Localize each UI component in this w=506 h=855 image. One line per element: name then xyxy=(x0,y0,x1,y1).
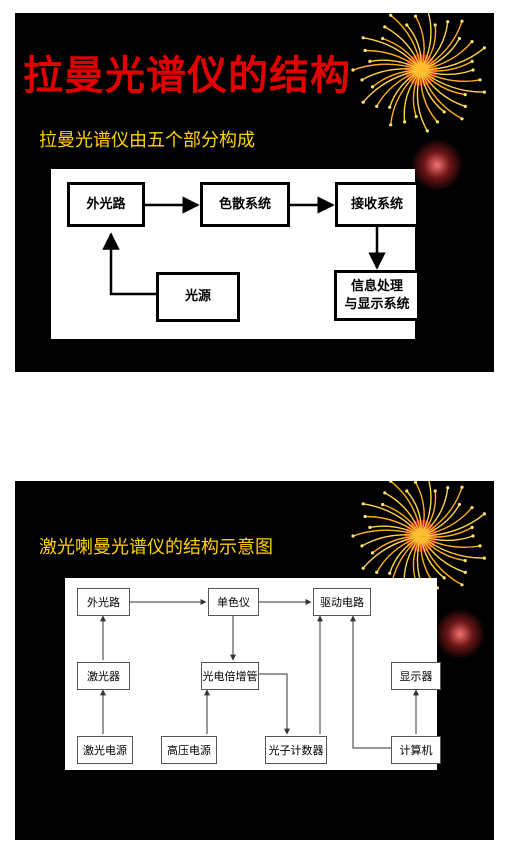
red-glow-decoration xyxy=(435,609,485,659)
box-drive-circuit: 驱动电路 xyxy=(313,588,371,616)
box-outer-path: 外光路 xyxy=(67,182,145,227)
box-laser: 激光器 xyxy=(77,662,130,690)
red-glow-decoration xyxy=(411,139,463,191)
diagram-connectors xyxy=(100,599,419,749)
box-monochromator: 单色仪 xyxy=(208,588,259,616)
firework-decoration xyxy=(351,13,486,133)
box-computer: 计算机 xyxy=(391,736,441,764)
arrow-computer-to-drive xyxy=(350,615,391,749)
slide-title: 拉曼光谱仪的结构 xyxy=(23,52,351,99)
box-light-source: 光源 xyxy=(156,272,240,322)
box-outer-path: 外光路 xyxy=(77,588,130,616)
box-info-processing: 信息处理 与显示系统 xyxy=(334,270,420,321)
box-pmt: 光电倍增管 xyxy=(201,662,259,690)
laser-raman-diagram: 外光路 单色仪 驱动电路 激光器 光电倍增管 显示器 激光电源 高压电源 光子计… xyxy=(65,578,441,770)
slide-1: 拉曼光谱仪的结构 拉曼光谱仪由五个部分构成 外光路 色散系统 接收系统 光源 xyxy=(15,13,494,372)
box-display: 显示器 xyxy=(391,662,441,690)
box-laser-power: 激光电源 xyxy=(77,736,133,764)
slide-2: 激光喇曼光谱仪的结构示意图 外光路 xyxy=(15,481,494,840)
box-dispersion-system: 色散系统 xyxy=(200,182,290,227)
box-receiver-system: 接收系统 xyxy=(335,182,419,227)
diagram-connectors xyxy=(102,196,386,296)
box-hv-power: 高压电源 xyxy=(161,736,217,764)
box-photon-counter: 光子计数器 xyxy=(265,736,327,764)
structure-diagram: 外光路 色散系统 接收系统 光源 信息处理 与显示系统 xyxy=(51,169,420,339)
arrow-pmt-to-counter xyxy=(259,673,290,735)
arrow-source-to-outer xyxy=(102,232,156,296)
slide-subtitle: 拉曼光谱仪由五个部分构成 xyxy=(39,130,255,151)
slide-subtitle: 激光喇曼光谱仪的结构示意图 xyxy=(39,537,273,558)
